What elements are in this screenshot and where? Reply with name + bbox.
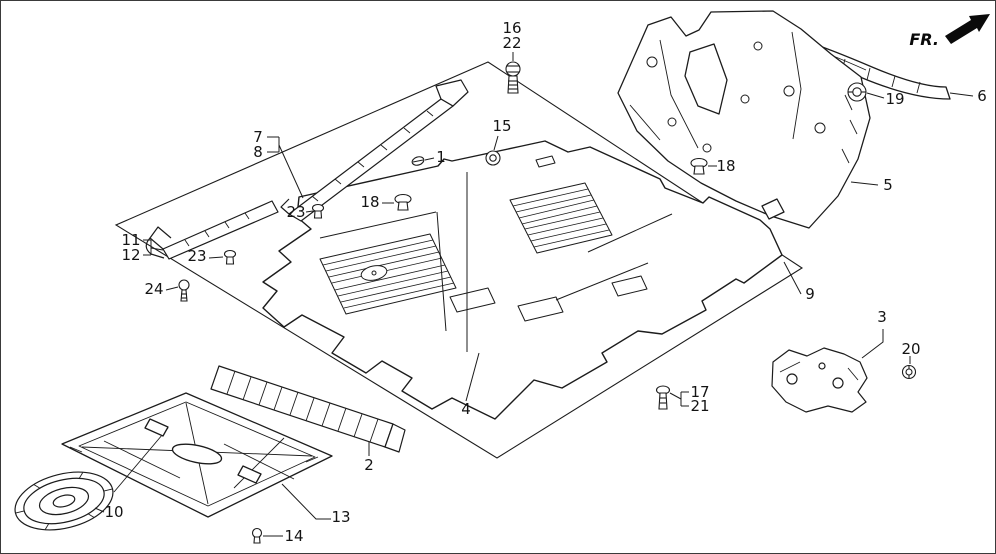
side-sill-right-hatch <box>311 110 434 202</box>
callout-7-label: 7 <box>253 128 263 146</box>
round-hole-cover-ribs <box>15 472 113 530</box>
spare-tire-board <box>61 392 333 518</box>
leader-lines <box>94 52 974 537</box>
callout-12-label: 12 <box>121 246 140 264</box>
dash-insulator-holes <box>646 41 826 153</box>
dash-insulator-cutout <box>684 43 728 115</box>
mount-bracket-outline <box>771 347 868 413</box>
callout-1-label: 1 <box>436 148 446 166</box>
callout-4-label: 4 <box>461 400 471 418</box>
callout-3-label: 3 <box>877 308 887 326</box>
callout-6-label: 6 <box>977 87 987 105</box>
floor-mat-ribbed-area-center <box>509 182 613 254</box>
side-sill-garnish-left-outline <box>162 200 279 260</box>
side-sill-garnish-right-flange <box>435 79 469 107</box>
callout-19-label: 19 <box>885 90 904 108</box>
screw-24 <box>178 279 190 302</box>
reference-frame <box>114 61 804 459</box>
nut-20 <box>901 364 917 380</box>
side-sill-garnish-right <box>280 79 469 222</box>
callout-5-label: 5 <box>883 176 893 194</box>
callout-21-label: 21 <box>690 397 709 415</box>
nut-15 <box>485 150 501 166</box>
callout-17-label: 17 <box>690 383 709 401</box>
floor-mat-cutouts <box>360 155 648 322</box>
fr-arrow-icon <box>945 14 990 44</box>
screw-17-21 <box>655 385 671 410</box>
grommet-18-front <box>394 193 412 211</box>
callout-11-label: 11 <box>121 231 140 249</box>
side-sill-garnish-left <box>145 200 279 260</box>
fr-direction-indicator: FR. <box>909 14 990 49</box>
callout-16-label: 16 <box>502 19 521 37</box>
clip-1 <box>411 156 425 166</box>
dash-insulator-outline <box>617 10 871 229</box>
callout-22-label: 22 <box>502 34 521 52</box>
grommet-18-rear <box>690 157 708 175</box>
callout-24-label: 24 <box>144 280 163 298</box>
callout-8-label: 8 <box>253 143 263 161</box>
bolt-16-22 <box>505 61 521 94</box>
callout-10-label: 10 <box>104 503 123 521</box>
rear-slat-pad <box>210 365 406 453</box>
round-hole-cover <box>14 471 114 531</box>
rear-slat-pad-slats <box>226 370 379 443</box>
mount-bracket <box>771 347 868 413</box>
floor-mat-contour-lines <box>319 211 673 301</box>
fasteners <box>178 61 917 544</box>
floor-mat-ribbed-area-left <box>319 233 457 315</box>
dash-insulator-panel <box>617 10 871 229</box>
rear-slat-pad-flange <box>384 423 406 453</box>
callout-9-label: 9 <box>805 285 815 303</box>
callout-23-rear-label: 23 <box>187 247 206 265</box>
callout-14-label: 14 <box>284 527 303 545</box>
dash-insulator-contours <box>629 31 858 164</box>
callout-labels: 16 22 19 6 5 7 8 1 15 18 18 23 11 12 23 … <box>104 19 986 545</box>
callout-23-front-label: 23 <box>286 203 305 221</box>
floor-mat-outline <box>262 140 783 420</box>
clip-23-rear <box>223 249 237 265</box>
clip-14 <box>251 527 263 544</box>
spare-tire-board-inner <box>78 401 316 507</box>
floor-mat <box>262 140 783 420</box>
clip-23-front <box>311 203 325 219</box>
callout-18-rear-label: 18 <box>716 157 735 175</box>
reference-frame-outline <box>114 61 804 459</box>
dash-insulator-tab <box>761 198 785 220</box>
callout-13-label: 13 <box>331 508 350 526</box>
callout-15-label: 15 <box>492 117 511 135</box>
side-sill-left-hatch <box>184 212 250 247</box>
callout-18-front-label: 18 <box>360 193 379 211</box>
callout-20-label: 20 <box>901 340 920 358</box>
grommet-19 <box>847 82 867 102</box>
callout-2-label: 2 <box>364 456 374 474</box>
fr-label: FR. <box>909 30 939 49</box>
